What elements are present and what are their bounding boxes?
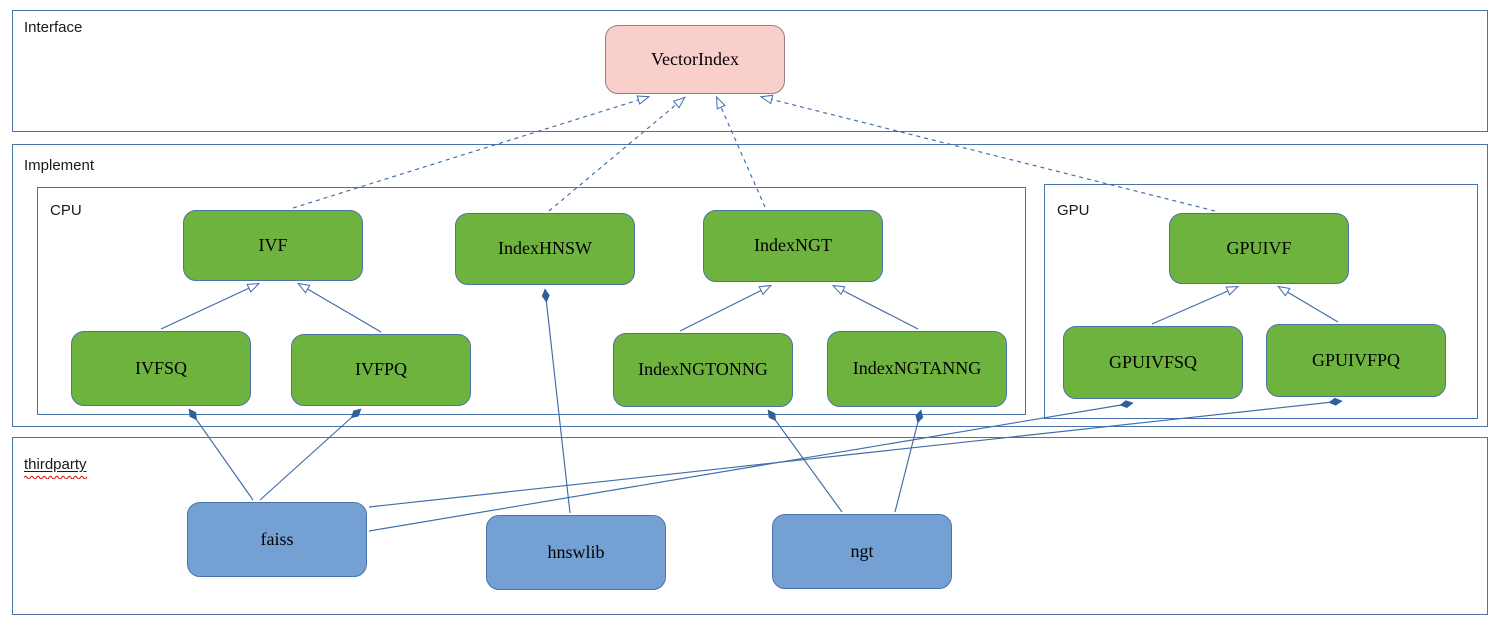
- node-label-indexngtonng: IndexNGTONNG: [638, 359, 768, 380]
- node-label-ivf: IVF: [258, 234, 288, 255]
- node-gpuivf[interactable]: GPUIVF: [1169, 213, 1349, 284]
- group-label-cpu: CPU: [50, 202, 82, 219]
- node-indexngtonng[interactable]: IndexNGTONNG: [613, 333, 793, 407]
- spellcheck-squiggle-icon: [24, 475, 87, 479]
- group-label-thirdparty: thirdparty: [24, 457, 87, 479]
- node-indexhnsw[interactable]: IndexHNSW: [455, 213, 635, 285]
- group-label-gpu: GPU: [1057, 202, 1090, 219]
- node-label-gpuivfsq: GPUIVFSQ: [1108, 351, 1198, 372]
- node-label-gpuivfpq: GPUIVFPQ: [1311, 349, 1401, 370]
- group-label-interface: Interface: [24, 19, 83, 36]
- node-ivfpq[interactable]: IVFPQ: [291, 334, 471, 406]
- node-faiss[interactable]: faiss: [187, 502, 367, 577]
- node-ivf[interactable]: IVF: [183, 210, 363, 281]
- node-label-ivfsq: IVFSQ: [134, 357, 187, 378]
- node-label-ngt: ngt: [850, 540, 874, 561]
- node-label-indexhnsw: IndexHNSW: [498, 238, 592, 259]
- node-gpuivfpq[interactable]: GPUIVFPQ: [1266, 324, 1446, 397]
- node-ivfsq[interactable]: IVFSQ: [71, 331, 251, 406]
- node-label-hnswlib: hnswlib: [547, 541, 605, 562]
- node-hnswlib[interactable]: hnswlib: [486, 515, 666, 590]
- node-label-indexngtanng: IndexNGTANNG: [852, 358, 982, 379]
- node-vectorindex[interactable]: VectorIndex: [605, 25, 785, 94]
- node-label-ivfpq: IVFPQ: [354, 359, 407, 380]
- node-label-gpuivf: GPUIVF: [1226, 237, 1292, 258]
- node-gpuivfsq[interactable]: GPUIVFSQ: [1063, 326, 1243, 399]
- node-indexngtanng[interactable]: IndexNGTANNG: [827, 331, 1007, 407]
- node-label-faiss: faiss: [260, 528, 294, 549]
- node-indexngt[interactable]: IndexNGT: [703, 210, 883, 282]
- group-label-implement: Implement: [24, 157, 95, 174]
- node-label-vectorindex: VectorIndex: [651, 48, 739, 69]
- node-label-indexngt: IndexNGT: [754, 235, 832, 256]
- node-ngt[interactable]: ngt: [772, 514, 952, 589]
